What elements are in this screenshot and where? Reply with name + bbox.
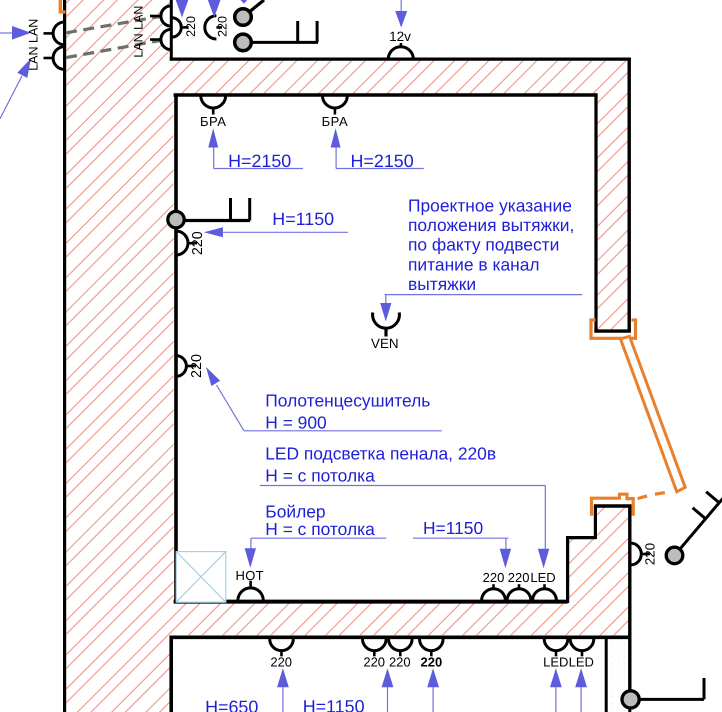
svg-text:LED: LED [543, 655, 568, 670]
svg-text:HOT: HOT [236, 568, 264, 583]
svg-text:12v: 12v [389, 29, 411, 44]
svg-text:Проектное указание: Проектное указание [408, 196, 572, 216]
svg-text:LED: LED [569, 655, 594, 670]
svg-text:220: 220 [508, 570, 530, 585]
svg-text:LAN LAN: LAN LAN [131, 6, 145, 58]
svg-text:Полотенцесушитель: Полотенцесушитель [265, 390, 430, 410]
svg-text:положения вытяжки,: положения вытяжки, [408, 215, 574, 235]
svg-text:LED: LED [530, 570, 555, 585]
svg-text:220: 220 [215, 16, 229, 37]
svg-text:вытяжки: вытяжки [408, 274, 476, 294]
svg-text:220: 220 [184, 16, 198, 37]
svg-text:по факту подвести: по факту подвести [408, 235, 559, 255]
svg-text:220: 220 [190, 231, 206, 255]
svg-text:220: 220 [189, 354, 205, 378]
svg-text:Бойлер: Бойлер [265, 502, 325, 522]
svg-text:H=1150: H=1150 [272, 209, 334, 229]
svg-text:БРА: БРА [200, 114, 227, 129]
svg-text:H=1150: H=1150 [423, 518, 483, 538]
svg-text:питание в канал: питание в канал [408, 254, 540, 274]
svg-text:H=650: H=650 [205, 697, 258, 712]
svg-text:220: 220 [389, 655, 411, 670]
svg-text:220: 220 [270, 655, 292, 670]
svg-text:220: 220 [643, 543, 658, 565]
svg-text:LAN LAN: LAN LAN [27, 19, 41, 71]
svg-text:Н = с потолка: Н = с потолка [265, 519, 375, 539]
svg-text:220: 220 [421, 655, 443, 670]
svg-text:VEN: VEN [371, 336, 399, 351]
svg-text:Н = 900: Н = 900 [265, 412, 326, 432]
svg-text:Н = с потолка: Н = с потолка [265, 465, 375, 485]
svg-text:220: 220 [483, 570, 505, 585]
svg-text:LED подсветка пенала, 220в: LED подсветка пенала, 220в [265, 444, 496, 464]
svg-text:БРА: БРА [322, 114, 349, 129]
svg-text:220: 220 [363, 655, 385, 670]
svg-text:H=1150: H=1150 [303, 696, 365, 712]
svg-text:H=2150: H=2150 [228, 151, 291, 171]
svg-text:H=2150: H=2150 [351, 151, 414, 171]
